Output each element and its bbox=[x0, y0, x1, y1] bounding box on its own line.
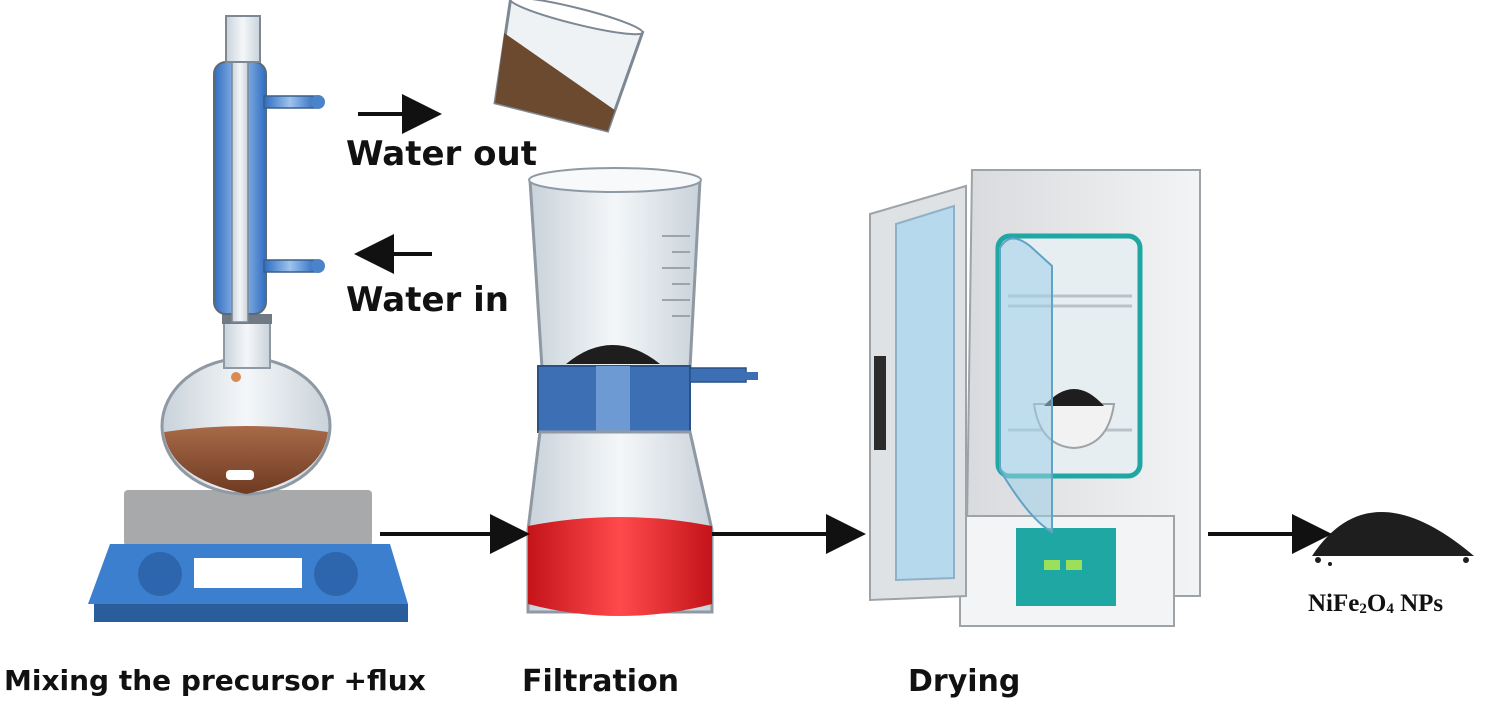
reflux-condenser bbox=[88, 15, 408, 622]
bowl-powder bbox=[1044, 389, 1104, 406]
product-powder-pile bbox=[1312, 512, 1474, 556]
drying-oven bbox=[869, 169, 1201, 627]
water-out-port bbox=[263, 95, 317, 109]
hotplate-knob-right bbox=[314, 552, 358, 596]
water-out-label: Water out bbox=[346, 134, 537, 174]
hotplate-display bbox=[194, 558, 302, 588]
filtrate-solution bbox=[528, 517, 712, 616]
filter-powder bbox=[566, 345, 660, 364]
filtration-step-label: Filtration bbox=[522, 664, 680, 699]
flask-solution bbox=[164, 426, 328, 494]
oven-handle bbox=[874, 356, 886, 450]
water-in-port bbox=[263, 259, 317, 273]
inner-glass-door bbox=[999, 237, 1053, 534]
mixing-step-label: Mixing the precursor +flux bbox=[4, 664, 426, 697]
drying-step-label: Drying bbox=[908, 664, 1021, 699]
water-in-label: Water in bbox=[346, 280, 510, 320]
filtration-unit bbox=[526, 167, 758, 616]
filter-funnel bbox=[528, 178, 702, 370]
hotplate-top bbox=[124, 490, 372, 546]
product-label: NiFe2O4 NPs bbox=[1308, 590, 1444, 617]
hotplate-knob-left bbox=[138, 552, 182, 596]
pouring-beaker bbox=[493, 0, 645, 133]
vacuum-port bbox=[689, 367, 747, 383]
condenser-top-joint bbox=[225, 15, 261, 63]
